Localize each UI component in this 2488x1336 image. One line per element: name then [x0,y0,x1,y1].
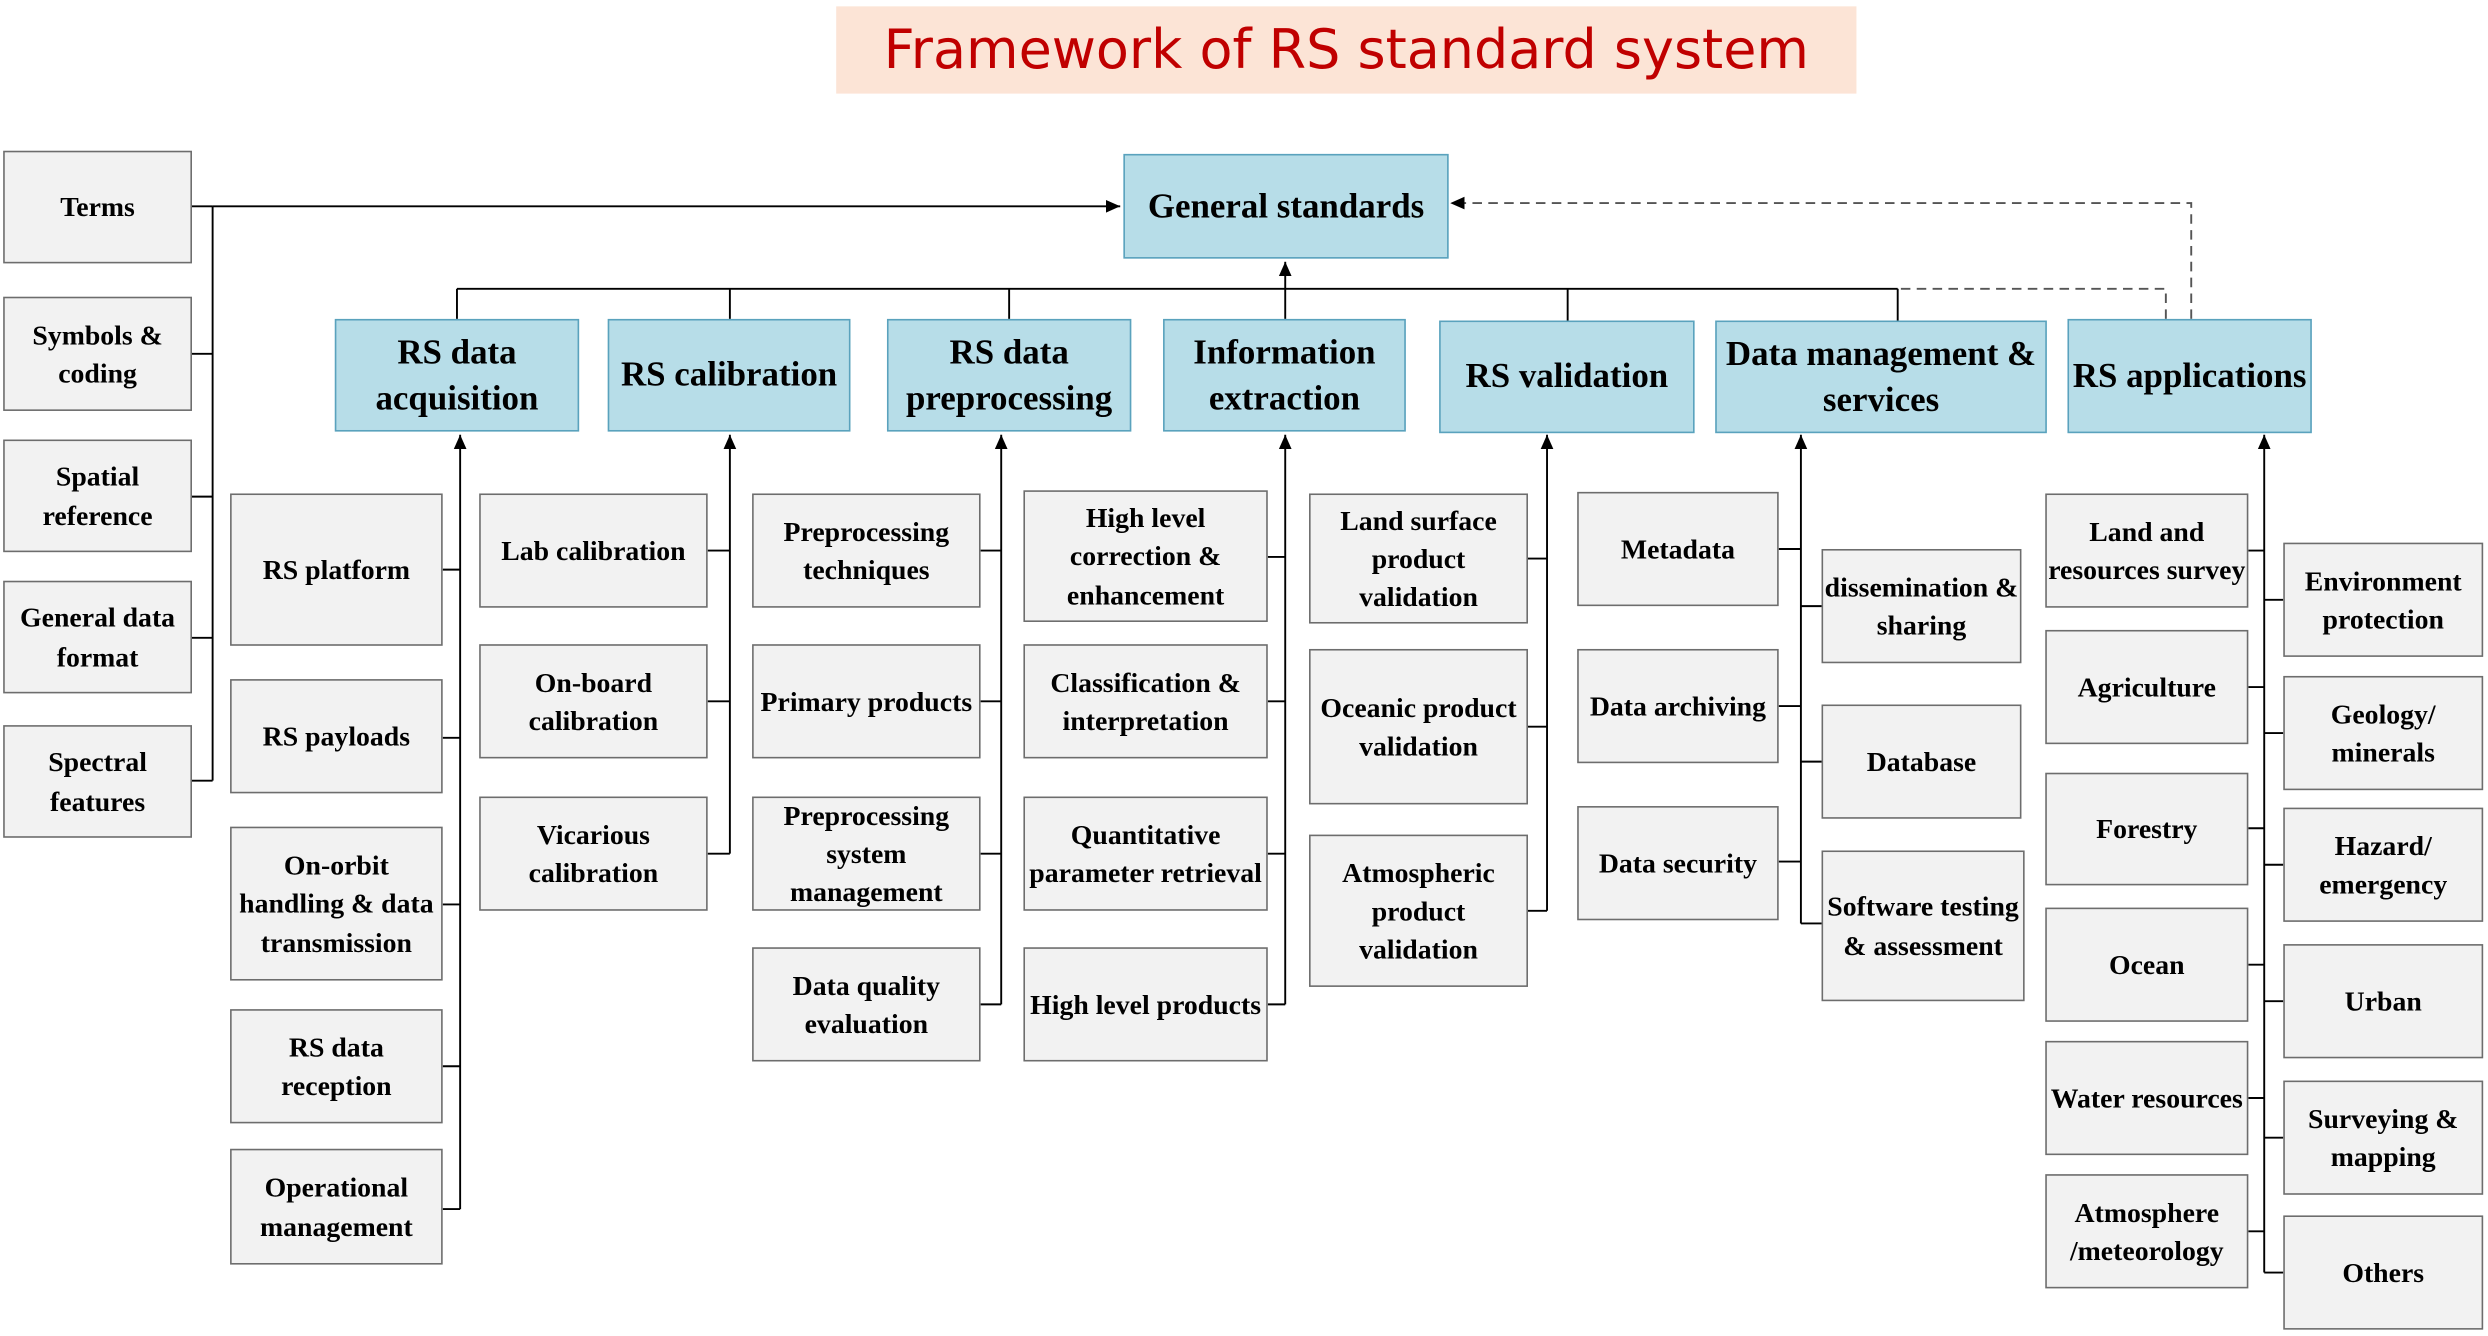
diagram-title: Framework of RS standard system [883,18,1809,82]
subcategory-node: Ocean [2045,907,2249,1022]
subcategory-node: Data security [1577,806,1779,921]
subcategory-node: Data archiving [1577,648,1779,764]
subcategory-node: Preprocessing techniques [752,493,981,608]
subcategory-node: Preprocessing system management [752,796,981,911]
subcategory-node: Primary products [752,644,981,759]
subcategory-node: Hazard/ emergency [2283,807,2484,922]
subcategory-node: Forestry [2045,772,2249,886]
subcategory-node: Environment protection [2283,542,2484,657]
subcategory-node: Metadata [1577,491,1779,607]
general-item-node: Terms [3,150,192,264]
category-node: RS applications [2067,318,2312,434]
general-item-node: General data format [3,580,192,694]
subcategory-node: High level correction & enhancement [1023,490,1268,622]
category-node: Information extraction [1163,318,1406,432]
subcategory-node: Vicarious calibration [479,796,708,911]
category-node: RS calibration [607,318,851,432]
subcategory-node: On-orbit handling & data transmission [230,826,443,981]
title-banner: Framework of RS standard system [836,6,1857,94]
subcategory-node: High level products [1023,947,1268,1062]
root-node: General standards [1123,153,1449,259]
general-item-node: Spatial reference [3,439,192,553]
subcategory-node: Database [1821,704,2022,819]
subcategory-node: Land and resources survey [2045,493,2249,608]
subcategory-node: Agriculture [2045,629,2249,745]
subcategory-node: dissemination & sharing [1821,548,2022,664]
subcategory-node: Water resources [2045,1040,2249,1156]
subcategory-node: Urban [2283,944,2484,1059]
subcategory-node: Operational management [230,1148,443,1265]
subcategory-node: Surveying & mapping [2283,1080,2484,1195]
subcategory-node: Atmosphere /meteorology [2045,1174,2249,1289]
category-node: Data management & services [1715,320,2047,434]
subcategory-node: Data quality evaluation [752,947,981,1062]
general-item-node: Symbols & coding [3,296,192,411]
subcategory-node: Geology/ minerals [2283,675,2484,791]
subcategory-node: On-board calibration [479,644,708,759]
subcategory-node: RS platform [230,493,443,646]
subcategory-node: Land surface product validation [1309,493,1528,624]
category-node: RS data acquisition [334,318,580,432]
subcategory-node: Atmospheric product validation [1309,834,1528,987]
general-item-node: Spectral features [3,725,192,838]
category-node: RS data preprocessing [886,318,1132,432]
subcategory-node: Oceanic product validation [1309,648,1528,805]
subcategory-node: RS payloads [230,679,443,794]
subcategory-node: RS data reception [230,1009,443,1124]
subcategory-node: Others [2283,1215,2484,1330]
subcategory-node: Classification & interpretation [1023,644,1268,759]
subcategory-node: Quantitative parameter retrieval [1023,796,1268,911]
category-node: RS validation [1439,320,1695,434]
subcategory-node: Software testing & assessment [1821,850,2025,1002]
subcategory-node: Lab calibration [479,493,708,608]
